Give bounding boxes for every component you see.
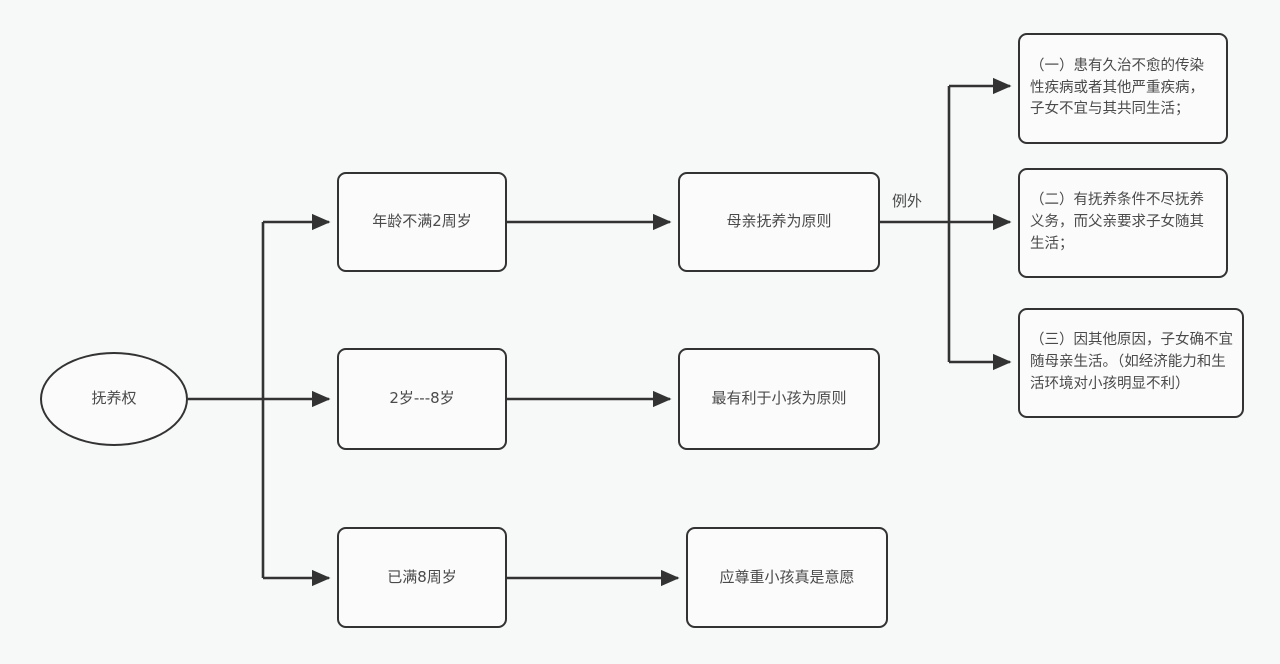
node-exception-3[interactable]: （三）因其他原因，子女确不宜随母亲生活。（如经济能力和生活环境对小孩明显不利） [1018,308,1244,418]
node-principle-best-interest-label: 最有利于小孩为原则 [711,389,847,408]
node-principle-best-interest[interactable]: 最有利于小孩为原则 [678,348,880,450]
node-exception-1-label: （一）患有久治不愈的传染性疾病或者其他严重疾病，子女不宜与其共同生活； [1030,57,1204,118]
node-age-2-to-8-label: 2岁---8岁 [389,389,455,408]
node-age-over-8[interactable]: 已满8周岁 [337,527,507,628]
edge-label-exception: 例外 [892,192,923,210]
node-exception-2[interactable]: （二）有抚养条件不尽抚养义务，而父亲要求子女随其生活； [1018,168,1228,278]
node-age-2-to-8[interactable]: 2岁---8岁 [337,348,507,450]
node-exception-3-label: （三）因其他原因，子女确不宜随母亲生活。（如经济能力和生活环境对小孩明显不利） [1030,332,1233,392]
node-principle-mother-custody-label: 母亲抚养为原则 [726,212,832,231]
node-age-under-2-label: 年龄不满2周岁 [372,212,472,231]
node-root-custody[interactable]: 抚养权 [40,352,188,446]
node-principle-mother-custody[interactable]: 母亲抚养为原则 [678,172,880,272]
node-age-over-8-label: 已满8周岁 [387,567,457,586]
node-exception-2-label: （二）有抚养条件不尽抚养义务，而父亲要求子女随其生活； [1030,192,1204,252]
node-age-under-2[interactable]: 年龄不满2周岁 [337,172,507,272]
node-principle-child-wish-label: 应尊重小孩真是意愿 [719,567,855,586]
node-root-custody-label: 抚养权 [91,389,137,408]
node-exception-1[interactable]: （一）患有久治不愈的传染性疾病或者其他严重疾病，子女不宜与其共同生活； [1018,33,1228,144]
node-principle-child-wish[interactable]: 应尊重小孩真是意愿 [686,527,888,628]
